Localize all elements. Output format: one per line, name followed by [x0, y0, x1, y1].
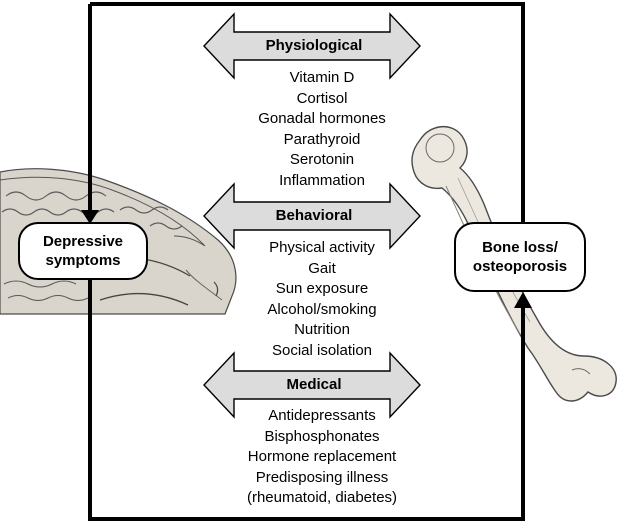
behavioral-factor-list: Physical activity Gait Sun exposure Alco…: [232, 238, 412, 361]
behavioral-double-arrow: [203, 182, 421, 250]
factor-item: Serotonin: [289, 151, 355, 168]
arrow-to-bone-loss: [514, 292, 532, 308]
node-label-line: osteoporosis: [472, 258, 568, 275]
factor-item: (rheumatoid, diabetes): [246, 489, 398, 506]
physiological-factor-list: Vitamin D Cortisol Gonadal hormones Para…: [232, 68, 412, 191]
factor-item: Sun exposure: [275, 280, 369, 297]
arrow-to-depressive-symptoms: [81, 210, 99, 224]
medical-double-arrow: [203, 351, 421, 419]
medical-factor-list: Antidepressants Bisphosphonates Hormone …: [232, 406, 412, 509]
node-label-line: Depressive: [42, 233, 124, 250]
factor-item: Vitamin D: [289, 69, 355, 86]
factor-item: Alcohol/smoking: [267, 300, 377, 318]
factor-item: Inflammation: [279, 171, 365, 189]
physiological-double-arrow: [203, 12, 421, 80]
factor-item: Gait: [308, 259, 336, 277]
factor-item: Hormone replacement: [247, 448, 397, 465]
node-label-line: Bone loss/: [482, 239, 558, 256]
bottom-connector: [88, 280, 525, 521]
depressive-symptoms-node: Depressive symptoms: [18, 222, 148, 280]
factor-item: Physical activity: [269, 239, 375, 256]
top-connector: [88, 2, 525, 222]
physiological-label: Physiological: [265, 37, 363, 54]
bone-loss-node: Bone loss/ osteoporosis: [454, 222, 586, 292]
behavioral-label: Behavioral: [275, 207, 353, 224]
factor-item: Social isolation: [271, 341, 373, 359]
medical-label: Medical: [286, 376, 342, 393]
factor-item: Gonadal hormones: [258, 110, 386, 127]
factor-item: Bisphosphonates: [264, 427, 380, 445]
factor-item: Predisposing illness: [255, 468, 389, 486]
factor-item: Parathyroid: [283, 130, 361, 148]
factor-item: Nutrition: [294, 321, 350, 338]
factor-item: Cortisol: [296, 89, 348, 107]
connection-frame: [88, 2, 525, 521]
factor-item: Antidepressants: [268, 407, 376, 424]
node-label-line: symptoms: [45, 252, 121, 269]
